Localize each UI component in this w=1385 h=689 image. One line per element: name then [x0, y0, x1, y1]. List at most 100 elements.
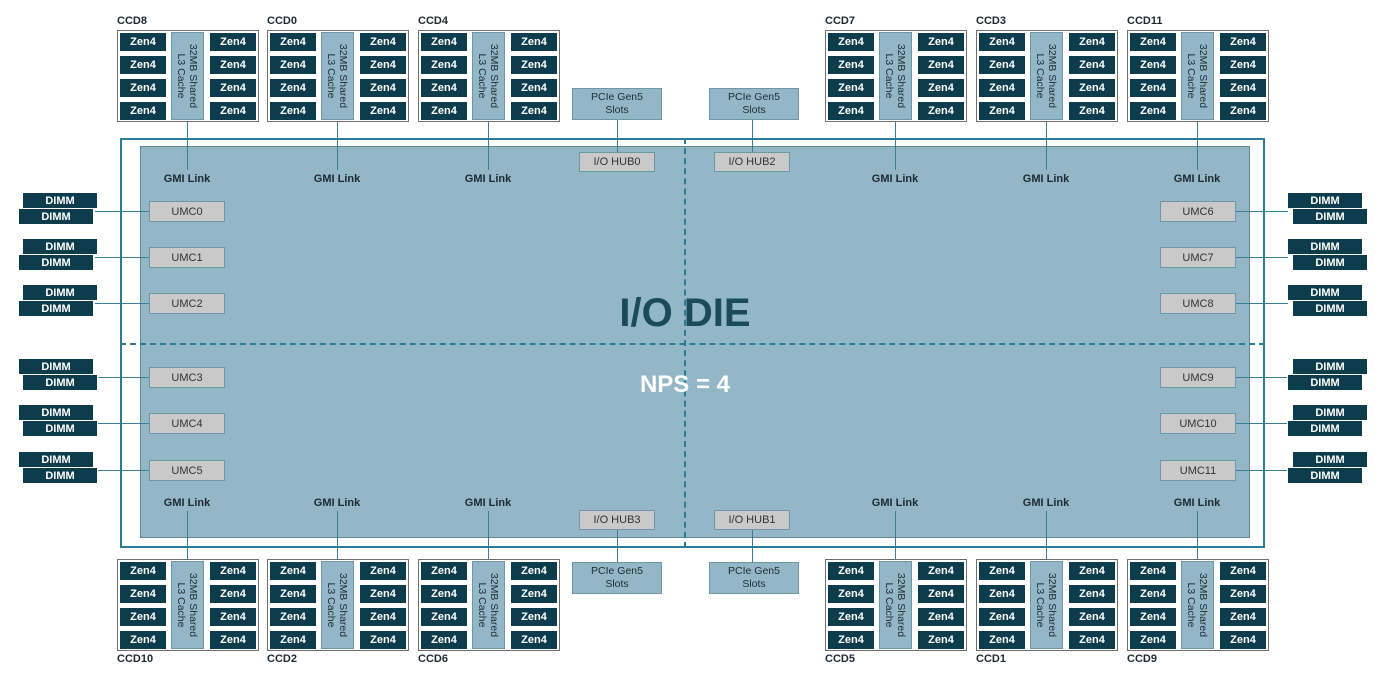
core-zen4: Zen4 — [1069, 608, 1115, 626]
l3-cache-label: 32MB Shared L3 Cache — [1185, 43, 1210, 109]
core-zen4: Zen4 — [1130, 631, 1176, 649]
core-zen4: Zen4 — [360, 631, 406, 649]
gmi-link-line — [1046, 122, 1047, 170]
io-die-title: I/O DIE — [619, 291, 751, 335]
core-zen4: Zen4 — [421, 562, 467, 580]
ccd-label: CCD1 — [976, 653, 1006, 665]
core-zen4: Zen4 — [1069, 102, 1115, 120]
dimm-module: DIMM — [22, 467, 98, 484]
core-zen4: Zen4 — [511, 585, 557, 603]
core-zen4: Zen4 — [828, 608, 874, 626]
core-zen4: Zen4 — [979, 585, 1025, 603]
dimm-module: DIMM — [18, 254, 94, 271]
dimm-module: DIMM — [1292, 254, 1368, 271]
core-zen4: Zen4 — [1220, 562, 1266, 580]
core-zen4: Zen4 — [210, 56, 256, 74]
umc: UMC11 — [1160, 460, 1236, 481]
dimm-module: DIMM — [22, 284, 98, 301]
pcie-label: Slots — [605, 578, 629, 590]
core-zen4: Zen4 — [210, 631, 256, 649]
core-zen4: Zen4 — [1069, 631, 1115, 649]
ccd-label: CCD7 — [825, 15, 855, 27]
core-zen4: Zen4 — [828, 631, 874, 649]
core-zen4: Zen4 — [421, 631, 467, 649]
pcie-label: PCIe Gen5 — [591, 565, 643, 577]
pcie-label: Slots — [742, 578, 766, 590]
core-zen4: Zen4 — [979, 608, 1025, 626]
core-zen4: Zen4 — [1130, 79, 1176, 97]
core-zen4: Zen4 — [511, 79, 557, 97]
l3-cache: 32MB Shared L3 Cache — [171, 561, 204, 649]
dimm-module: DIMM — [1292, 358, 1368, 375]
umc: UMC7 — [1160, 247, 1236, 268]
umc: UMC6 — [1160, 201, 1236, 222]
gmi-link-line — [488, 122, 489, 170]
core-zen4: Zen4 — [1220, 585, 1266, 603]
core-zen4: Zen4 — [270, 102, 316, 120]
umc: UMC10 — [1160, 413, 1236, 434]
l3-cache-label: 32MB Shared L3 Cache — [476, 43, 501, 109]
core-zen4: Zen4 — [120, 33, 166, 51]
quadrant-divider-vertical — [684, 138, 686, 548]
core-zen4: Zen4 — [360, 585, 406, 603]
core-zen4: Zen4 — [120, 631, 166, 649]
dimm-module: DIMM — [1287, 467, 1363, 484]
umc: UMC2 — [149, 293, 225, 314]
gmi-link-label: GMI Link — [1022, 497, 1070, 509]
umc: UMC5 — [149, 460, 225, 481]
dimm-module: DIMM — [1287, 420, 1363, 437]
ccd-label: CCD6 — [418, 653, 448, 665]
core-zen4: Zen4 — [421, 79, 467, 97]
core-zen4: Zen4 — [979, 56, 1025, 74]
core-zen4: Zen4 — [1130, 562, 1176, 580]
core-zen4: Zen4 — [270, 79, 316, 97]
core-zen4: Zen4 — [511, 608, 557, 626]
l3-cache-label: 32MB Shared L3 Cache — [883, 43, 908, 109]
l3-cache-label: 32MB Shared L3 Cache — [883, 572, 908, 638]
l3-cache-label: 32MB Shared L3 Cache — [1034, 572, 1059, 638]
ccd-label: CCD9 — [1127, 653, 1157, 665]
core-zen4: Zen4 — [511, 562, 557, 580]
core-zen4: Zen4 — [828, 56, 874, 74]
l3-cache-label: 32MB Shared L3 Cache — [325, 43, 350, 109]
core-zen4: Zen4 — [918, 631, 964, 649]
core-zen4: Zen4 — [918, 585, 964, 603]
memory-channel-line — [1236, 257, 1288, 258]
core-zen4: Zen4 — [828, 562, 874, 580]
core-zen4: Zen4 — [120, 585, 166, 603]
core-zen4: Zen4 — [828, 102, 874, 120]
core-zen4: Zen4 — [1069, 33, 1115, 51]
l3-cache: 32MB Shared L3 Cache — [1030, 561, 1063, 649]
dimm-module: DIMM — [22, 238, 98, 255]
ccd-label: CCD5 — [825, 653, 855, 665]
core-zen4: Zen4 — [918, 608, 964, 626]
memory-channel-line — [95, 303, 149, 304]
core-zen4: Zen4 — [270, 631, 316, 649]
pcie-link-line — [617, 120, 618, 152]
io-hub: I/O HUB2 — [714, 152, 790, 172]
io-hub: I/O HUB0 — [579, 152, 655, 172]
quadrant-divider-horizontal — [120, 343, 1265, 345]
l3-cache: 32MB Shared L3 Cache — [472, 32, 505, 120]
ccd-label: CCD10 — [117, 653, 154, 665]
core-zen4: Zen4 — [511, 631, 557, 649]
umc: UMC0 — [149, 201, 225, 222]
l3-cache: 32MB Shared L3 Cache — [321, 561, 354, 649]
memory-channel-line — [1236, 377, 1288, 378]
dimm-module: DIMM — [1287, 284, 1363, 301]
core-zen4: Zen4 — [918, 33, 964, 51]
dimm-module: DIMM — [22, 420, 98, 437]
gmi-link-label: GMI Link — [1173, 497, 1221, 509]
pcie-link-line — [617, 530, 618, 562]
core-zen4: Zen4 — [1220, 608, 1266, 626]
ccd-label: CCD11 — [1127, 15, 1163, 27]
ccd-label: CCD4 — [418, 15, 448, 27]
dimm-module: DIMM — [18, 404, 94, 421]
dimm-module: DIMM — [1287, 238, 1363, 255]
core-zen4: Zen4 — [421, 102, 467, 120]
core-zen4: Zen4 — [979, 631, 1025, 649]
dimm-module: DIMM — [18, 358, 94, 375]
core-zen4: Zen4 — [360, 102, 406, 120]
pcie-label: Slots — [742, 104, 766, 116]
dimm-module: DIMM — [18, 451, 94, 468]
